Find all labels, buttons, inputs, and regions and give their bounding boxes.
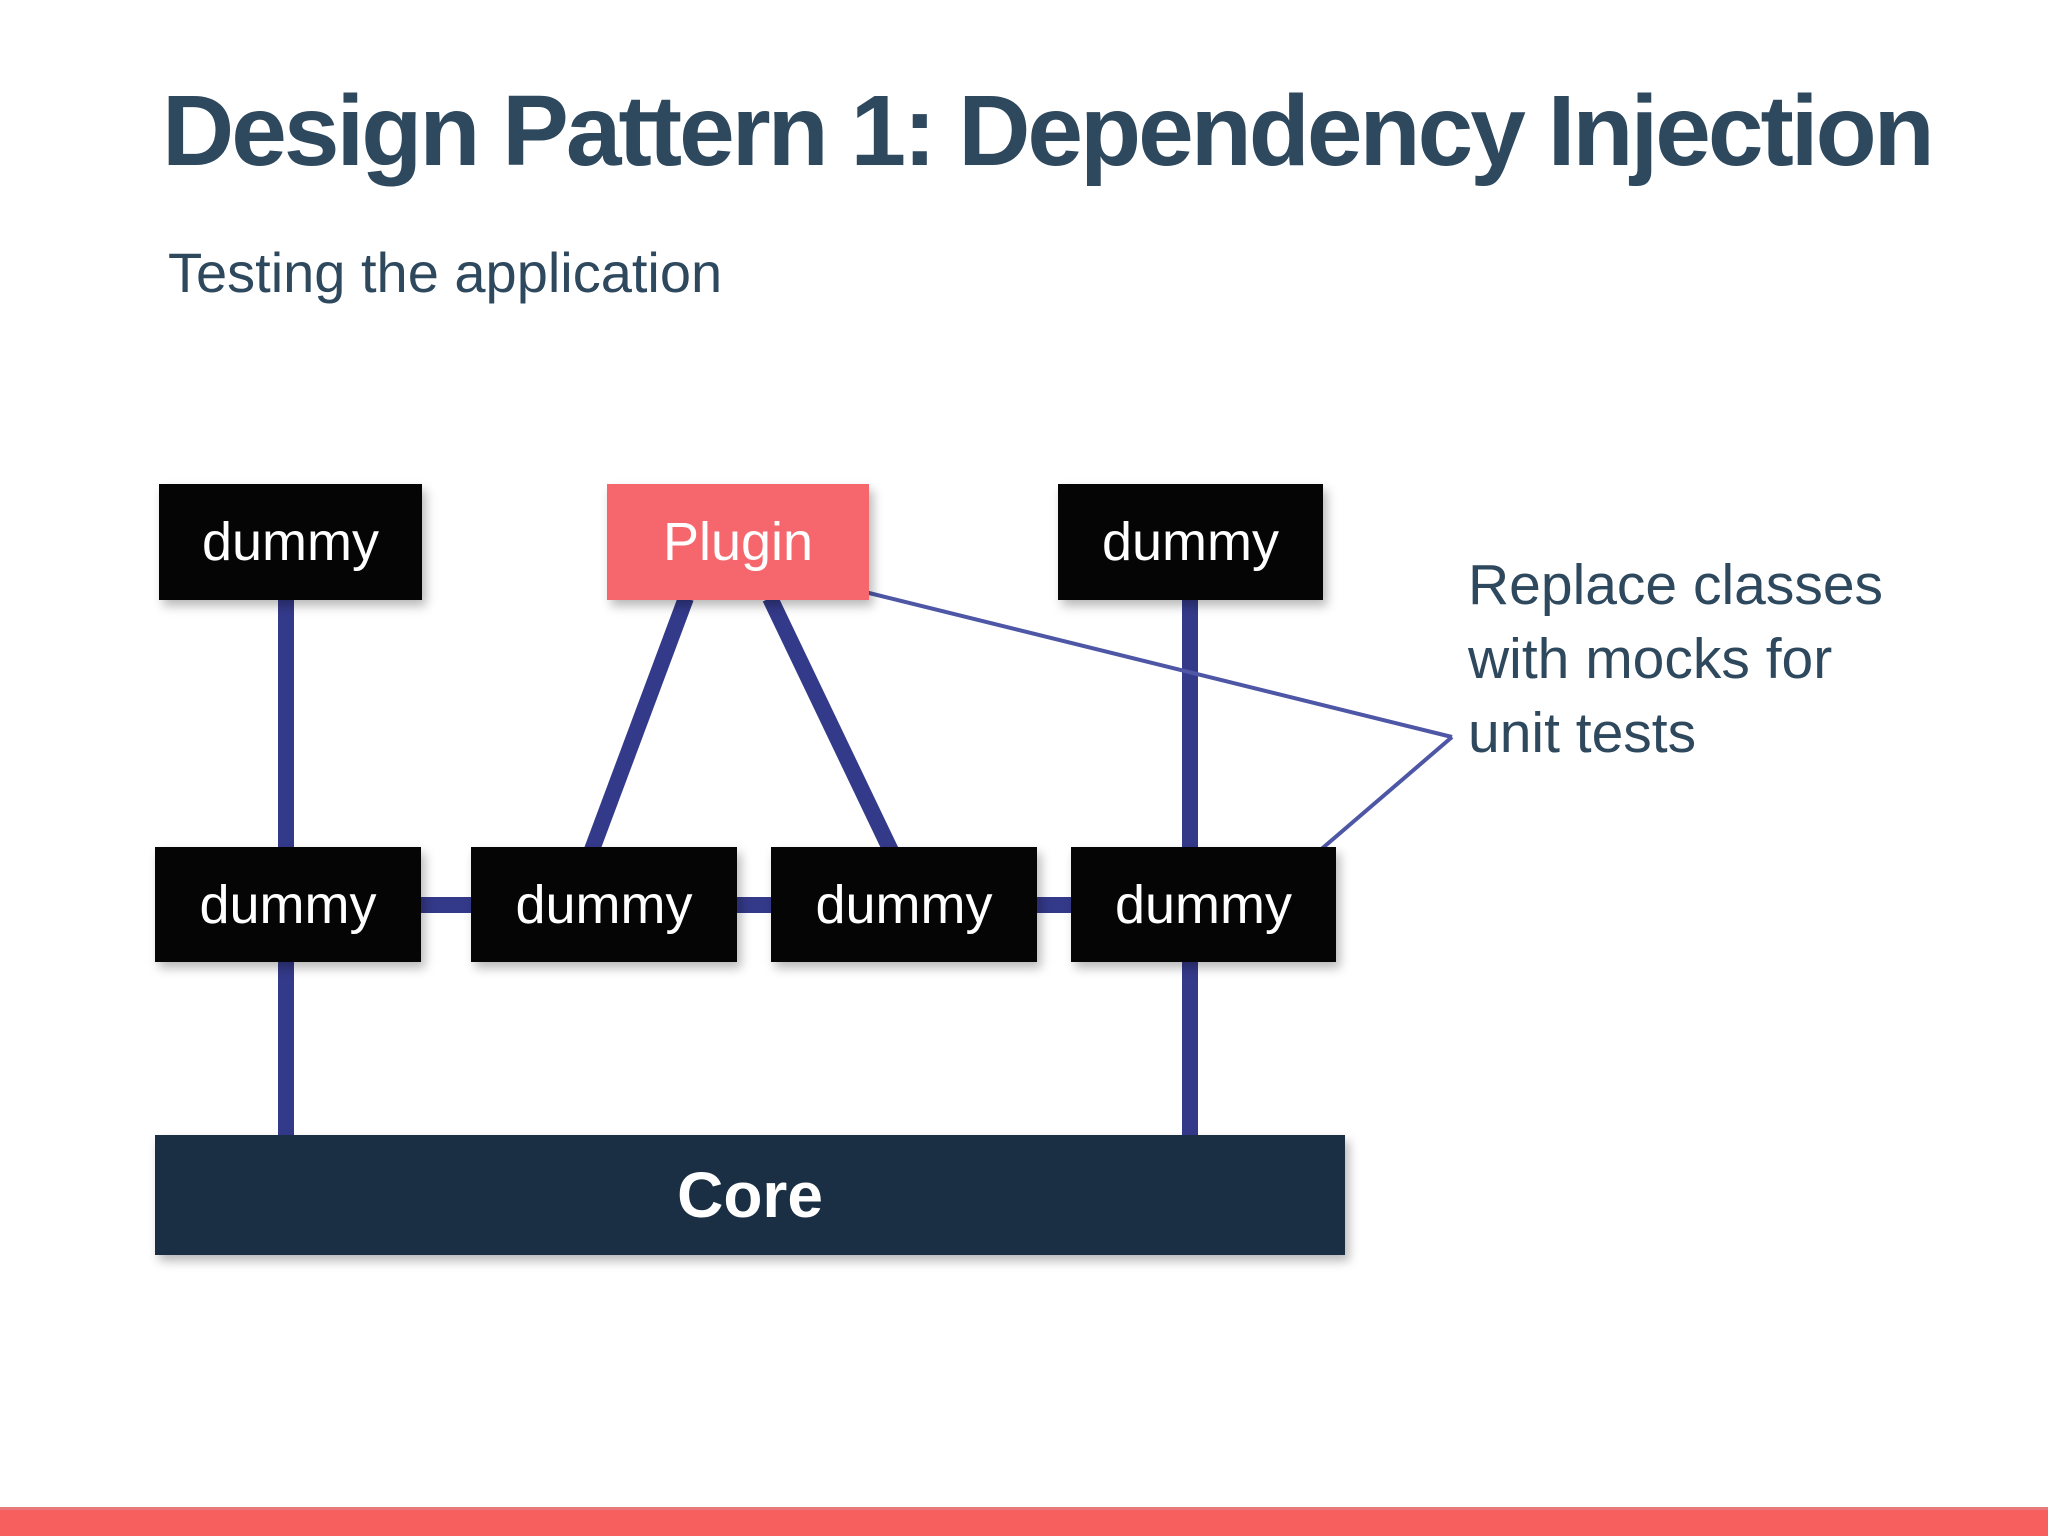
- node-label: Core: [677, 1159, 823, 1231]
- node-dummy-mid-4: dummy: [1071, 847, 1336, 962]
- slide-subtitle: Testing the application: [168, 241, 723, 304]
- node-dummy-top-right: dummy: [1058, 484, 1323, 600]
- slide-title: Design Pattern 1: Dependency Injection: [162, 75, 1935, 187]
- node-label: dummy: [815, 874, 993, 935]
- annotation-text: Replace classes with mocks for unit test…: [1468, 553, 1884, 765]
- node-plugin: Plugin: [607, 484, 869, 600]
- node-label: dummy: [1114, 874, 1293, 935]
- dependency-edges: [278, 594, 1198, 1140]
- node-dummy-mid-3: dummy: [771, 847, 1037, 962]
- node-label: dummy: [199, 874, 377, 935]
- callout-lines: [864, 590, 1454, 854]
- node-label: dummy: [201, 512, 380, 572]
- node-dummy-top-left: dummy: [159, 484, 422, 600]
- node-label: dummy: [515, 874, 693, 935]
- node-dummy-mid-2: dummy: [471, 847, 737, 962]
- node-core: Core: [155, 1135, 1345, 1255]
- bottom-accent-bar: [0, 1507, 2048, 1536]
- node-dummy-mid-1: dummy: [155, 847, 421, 962]
- node-label: Plugin: [662, 512, 814, 572]
- node-label: dummy: [1101, 512, 1280, 572]
